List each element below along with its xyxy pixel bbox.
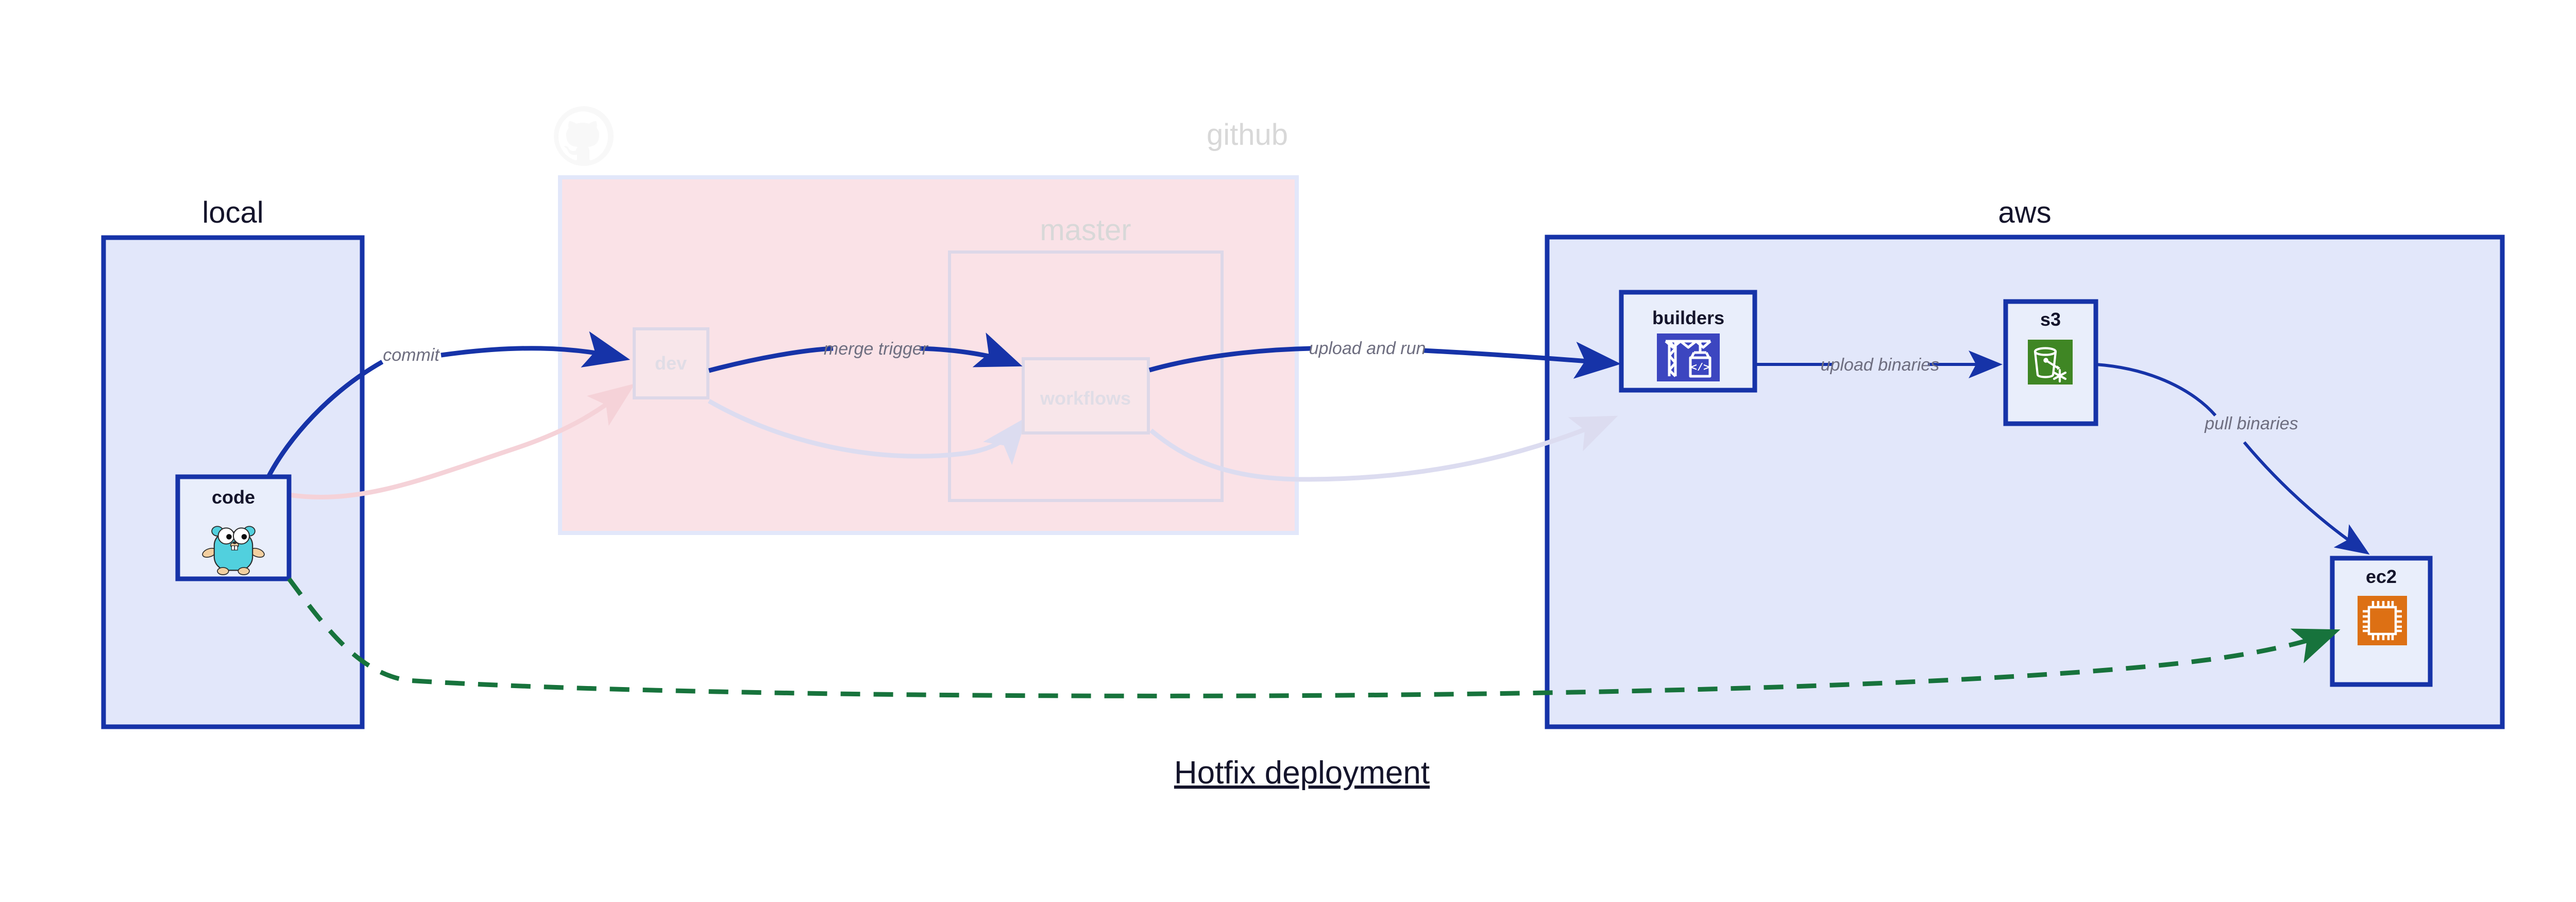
edge-merge-trigger[interactable]: merge trigger [708, 332, 1023, 373]
cluster-local[interactable]: local [101, 196, 365, 729]
edge-pull-binaries-path-upper [2095, 363, 2217, 416]
edge-hotfix-direct-path [287, 577, 2341, 698]
edge-commit-label: commit [383, 345, 440, 365]
edge-upload-and-run-label: upload and run [1309, 339, 1426, 358]
edge-pull-binaries-label: pull binaries [2204, 414, 2298, 433]
edge-commit[interactable]: commit [266, 331, 631, 478]
edge-upload-run-path-right [1423, 342, 1621, 379]
node-dev-box [633, 327, 709, 399]
page-title: Hotfix deployment [1174, 755, 1430, 791]
node-s3[interactable]: s3 [2003, 299, 2098, 426]
node-dev-label: dev [655, 353, 687, 374]
cluster-local-label: local [202, 196, 263, 229]
aws-codebuild-icon: </> [1657, 333, 1720, 381]
edge-commit-path-left [266, 360, 384, 478]
node-ec2-box [2330, 556, 2433, 687]
cluster-master-label: master [1040, 213, 1131, 247]
faded-edge-code-dev [288, 383, 635, 499]
aws-ec2-icon [2358, 596, 2407, 645]
node-workflows-label: workflows [1040, 388, 1131, 409]
edge-merge-trigger-label: merge trigger [824, 339, 929, 359]
edge-merge-path-right [919, 332, 1023, 368]
cluster-aws-label: aws [1998, 196, 2051, 229]
node-ec2-label: ec2 [2366, 566, 2397, 587]
faded-edge-workflows-builders [1149, 415, 1618, 482]
node-builders-label: builders [1652, 307, 1724, 328]
node-workflows[interactable]: workflows [1022, 357, 1150, 435]
go-gopher-icon [202, 526, 265, 575]
aws-s3-glacier-icon [2028, 340, 2073, 385]
edge-commit-path-right [440, 331, 631, 368]
cluster-github-label: github [1207, 118, 1288, 152]
edge-upload-run-path-left [1148, 346, 1312, 373]
faded-edge-dev-workflows [707, 399, 1027, 465]
github-octocat-icon [554, 106, 614, 166]
code-brackets-glyph: </> [1691, 362, 1709, 374]
node-code-label: code [212, 487, 255, 508]
edge-upload-binaries-label: upload binaries [1821, 355, 1940, 375]
edge-merge-path-left [708, 346, 834, 373]
node-dev[interactable]: dev [633, 327, 709, 399]
node-builders[interactable]: builders [1619, 290, 1757, 393]
node-s3-label: s3 [2040, 309, 2061, 330]
edge-pull-binaries[interactable]: pull binaries [2095, 363, 2370, 555]
edge-pull-binaries-path-lower [2243, 441, 2370, 555]
node-code[interactable]: code [175, 474, 292, 581]
edge-upload-and-run[interactable]: upload and run [1148, 339, 1621, 379]
edge-hotfix-direct[interactable] [287, 577, 2341, 698]
node-ec2[interactable]: ec2 [2330, 556, 2433, 687]
node-workflows-box [1022, 357, 1150, 435]
edge-upload-binaries[interactable]: upload binaries [1755, 350, 2003, 378]
faded-edges-group [288, 383, 1618, 499]
